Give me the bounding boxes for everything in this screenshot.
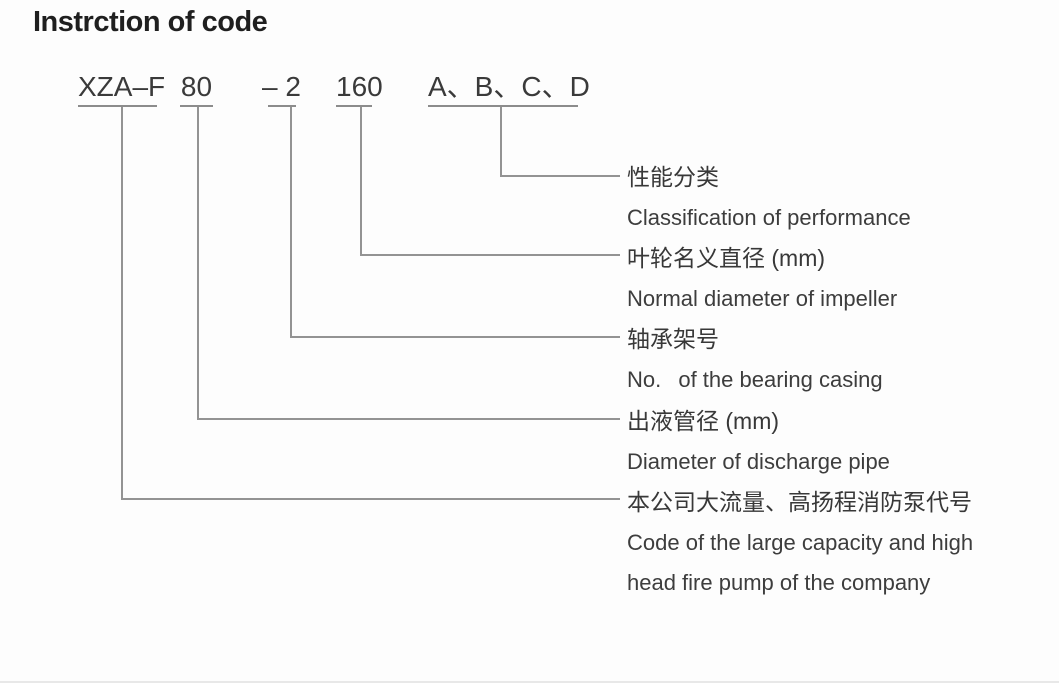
connector-bearing (290, 107, 620, 338)
underline-impeller (336, 105, 372, 107)
connector-performance (500, 107, 620, 177)
underline-performance (428, 105, 578, 107)
underline-bearing (268, 105, 296, 107)
connector-discharge (197, 107, 620, 420)
label-discharge-cn: 出液管径 (mm) (627, 408, 780, 434)
bottom-divider (0, 681, 1059, 683)
label-performance-en: Classification of performance (627, 205, 911, 230)
label-series-en-line2: head fire pump of the company (627, 570, 931, 595)
code-segment-impeller: 160 (336, 71, 383, 102)
code-segment-performance: A、B、C、D (428, 71, 590, 102)
page-title: Instrction of code (33, 6, 268, 38)
label-discharge-en: Diameter of discharge pipe (627, 449, 890, 474)
code-segment-series: XZA–F (78, 71, 166, 102)
underline-series (78, 105, 157, 107)
label-bearing-cn: 轴承架号 (627, 326, 719, 352)
code-segment-discharge: 80 (180, 71, 213, 102)
code-segment-bearing: – 2 (262, 71, 301, 102)
label-bearing-en: No. of the bearing casing (627, 367, 883, 392)
label-impeller-en: Normal diameter of impeller (627, 286, 898, 311)
connector-impeller (360, 107, 620, 256)
label-impeller-cn: 叶轮名义直径 (mm) (627, 245, 826, 271)
connector-series (121, 107, 620, 500)
label-series-cn: 本公司大流量、高扬程消防泵代号 (627, 489, 972, 515)
label-performance-cn: 性能分类 (627, 164, 719, 190)
underline-discharge (180, 105, 213, 107)
label-series-en-line1: Code of the large capacity and high (627, 530, 974, 555)
